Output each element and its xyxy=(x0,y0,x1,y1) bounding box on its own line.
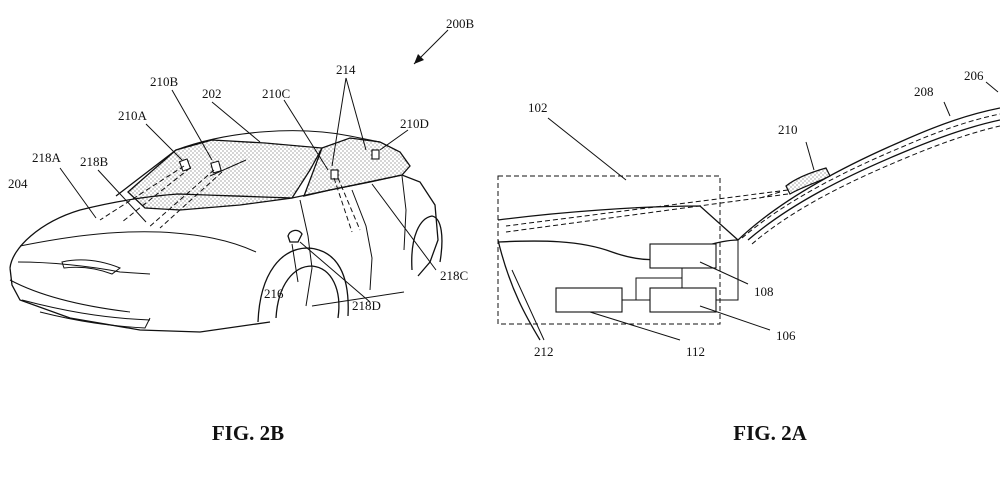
label-112: 112 xyxy=(686,344,705,359)
rear-wheel-arch xyxy=(411,215,443,271)
windshield-outer-206 xyxy=(737,107,1000,241)
hood-line xyxy=(19,231,257,253)
controller-box-102 xyxy=(497,175,721,325)
sensor-210d xyxy=(371,149,380,160)
label-202: 202 xyxy=(202,86,222,101)
wiring xyxy=(622,240,739,301)
label-218b: 218B xyxy=(80,154,109,169)
sensor-sight-lines xyxy=(505,189,789,233)
sensor-210c xyxy=(330,169,339,180)
dashboard-212 xyxy=(497,239,739,261)
rocker-line xyxy=(311,291,405,307)
label-210b: 210B xyxy=(150,74,179,89)
label-216: 216 xyxy=(264,286,284,301)
label-204: 204 xyxy=(8,176,28,191)
label-106: 106 xyxy=(776,328,796,343)
label-210: 210 xyxy=(778,122,798,137)
figure-2b: 200B 214 210B 202 210C 210D 210A 218A 21… xyxy=(8,16,475,445)
box-112 xyxy=(555,287,623,313)
front-wheel-arch xyxy=(257,247,349,323)
side-window xyxy=(302,137,411,197)
label-208: 208 xyxy=(914,84,934,99)
sensor-210 xyxy=(785,167,831,195)
roof-line xyxy=(175,130,381,151)
leader-lines-2a xyxy=(511,81,999,341)
caption-fig-2a: FIG. 2A xyxy=(733,421,807,445)
windshield-dashed-2 xyxy=(751,125,1000,245)
hood-surface xyxy=(497,205,739,241)
windshield-202 xyxy=(127,139,324,211)
car-body-outline xyxy=(9,174,439,333)
label-102: 102 xyxy=(528,100,548,115)
figure-2a: 206 208 210 102 108 106 212 112 FIG. 2A xyxy=(497,68,1000,445)
arrow-200b xyxy=(414,54,424,64)
label-206: 206 xyxy=(964,68,984,83)
label-218d: 218D xyxy=(352,298,381,313)
sensor-210a xyxy=(178,158,192,172)
label-108: 108 xyxy=(754,284,774,299)
label-210a: 210A xyxy=(118,108,148,123)
a-pillar xyxy=(115,149,177,197)
label-200b: 200B xyxy=(446,16,475,31)
fov-218a xyxy=(99,165,191,223)
label-218a: 218A xyxy=(32,150,62,165)
headlight xyxy=(61,259,122,275)
dashboard-front xyxy=(497,239,541,341)
leader-lines-2b xyxy=(59,29,449,303)
label-218c: 218C xyxy=(440,268,468,283)
hood-line-2 xyxy=(17,261,151,275)
caption-fig-2b: FIG. 2B xyxy=(212,421,284,445)
front-lower-grille xyxy=(39,311,151,329)
label-210c: 210C xyxy=(262,86,290,101)
windshield-dashed-1 xyxy=(741,113,1000,239)
front-wheel xyxy=(275,265,340,319)
door-lines xyxy=(299,175,407,307)
label-214: 214 xyxy=(336,62,356,77)
windshield-inner-208 xyxy=(747,119,1000,241)
label-212: 212 xyxy=(534,344,554,359)
fov-218c xyxy=(333,177,361,233)
side-mirror-216 xyxy=(287,229,303,243)
label-210d: 210D xyxy=(400,116,429,131)
front-bumper xyxy=(9,279,151,321)
fov-218b xyxy=(147,169,223,229)
